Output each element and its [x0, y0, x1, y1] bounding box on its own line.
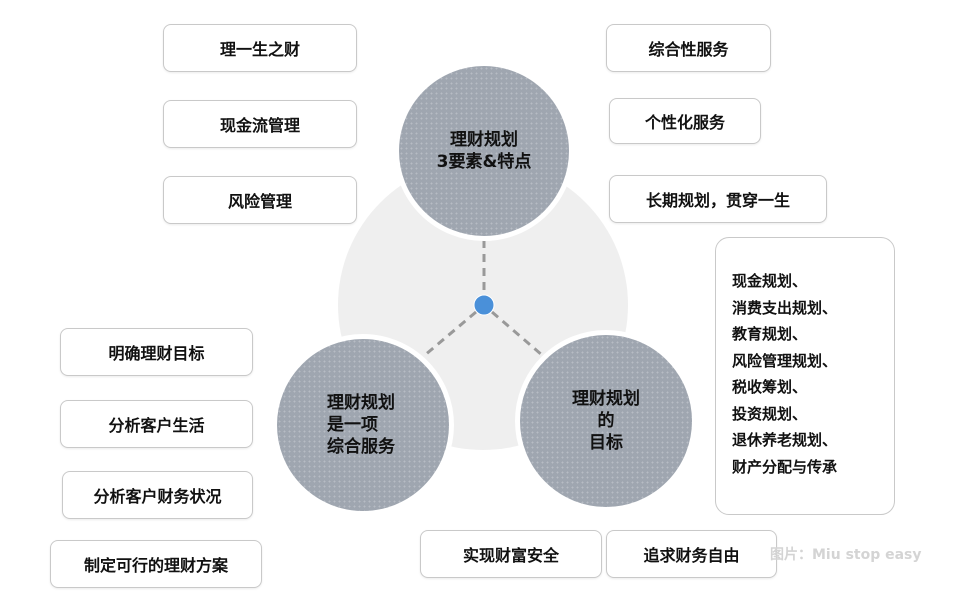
circle-text: 综合服务: [327, 437, 395, 457]
list-item: 退休养老规划、: [732, 431, 838, 449]
circle-text: 理财规划: [572, 389, 640, 409]
image-credit-watermark: 图片：Miu stop easy: [770, 547, 922, 563]
hub-dot: [473, 294, 495, 316]
circle-text: 是一项: [327, 415, 378, 435]
box-make-plan: 制定可行的理财方案: [50, 540, 262, 588]
box-clear-goals: 明确理财目标: [60, 328, 253, 376]
list-item: 税收筹划、: [732, 378, 808, 396]
circle-elements-features: 理财规划 3要素&特点: [394, 61, 574, 241]
circle-text: 理财规划: [450, 130, 518, 150]
circle-comprehensive-service: 理财规划 是一项 综合服务: [272, 334, 454, 516]
goals-list: 现金规划、 消费支出规划、 教育规划、 风险管理规划、 税收筹划、 投资规划、 …: [715, 237, 895, 515]
box-lifetime-wealth: 理一生之财: [163, 24, 357, 72]
list-item: 消费支出规划、: [732, 298, 838, 317]
box-personalized: 个性化服务: [609, 98, 761, 144]
circle-goals: 理财规划 的 目标: [515, 330, 697, 512]
box-long-term: 长期规划，贯穿一生: [609, 175, 827, 223]
circle-text: 3要素&特点: [436, 152, 532, 172]
box-comprehensive: 综合性服务: [606, 24, 771, 72]
circle-text: 的: [597, 411, 615, 431]
list-item: 风险管理规划、: [732, 351, 838, 370]
box-analyze-life: 分析客户生活: [60, 400, 253, 448]
list-item: 现金规划、: [732, 272, 808, 290]
box-cashflow: 现金流管理: [163, 100, 357, 148]
circle-text: 理财规划: [327, 393, 395, 413]
box-analyze-finance: 分析客户财务状况: [62, 471, 253, 519]
box-risk: 风险管理: [163, 176, 357, 224]
list-item: 财产分配与传承: [732, 457, 838, 476]
circle-text: 目标: [589, 433, 623, 453]
list-item: 投资规划、: [732, 404, 808, 423]
box-wealth-security: 实现财富安全: [420, 530, 602, 578]
box-financial-freedom: 追求财务自由: [606, 530, 777, 578]
list-item: 教育规划、: [732, 325, 808, 343]
